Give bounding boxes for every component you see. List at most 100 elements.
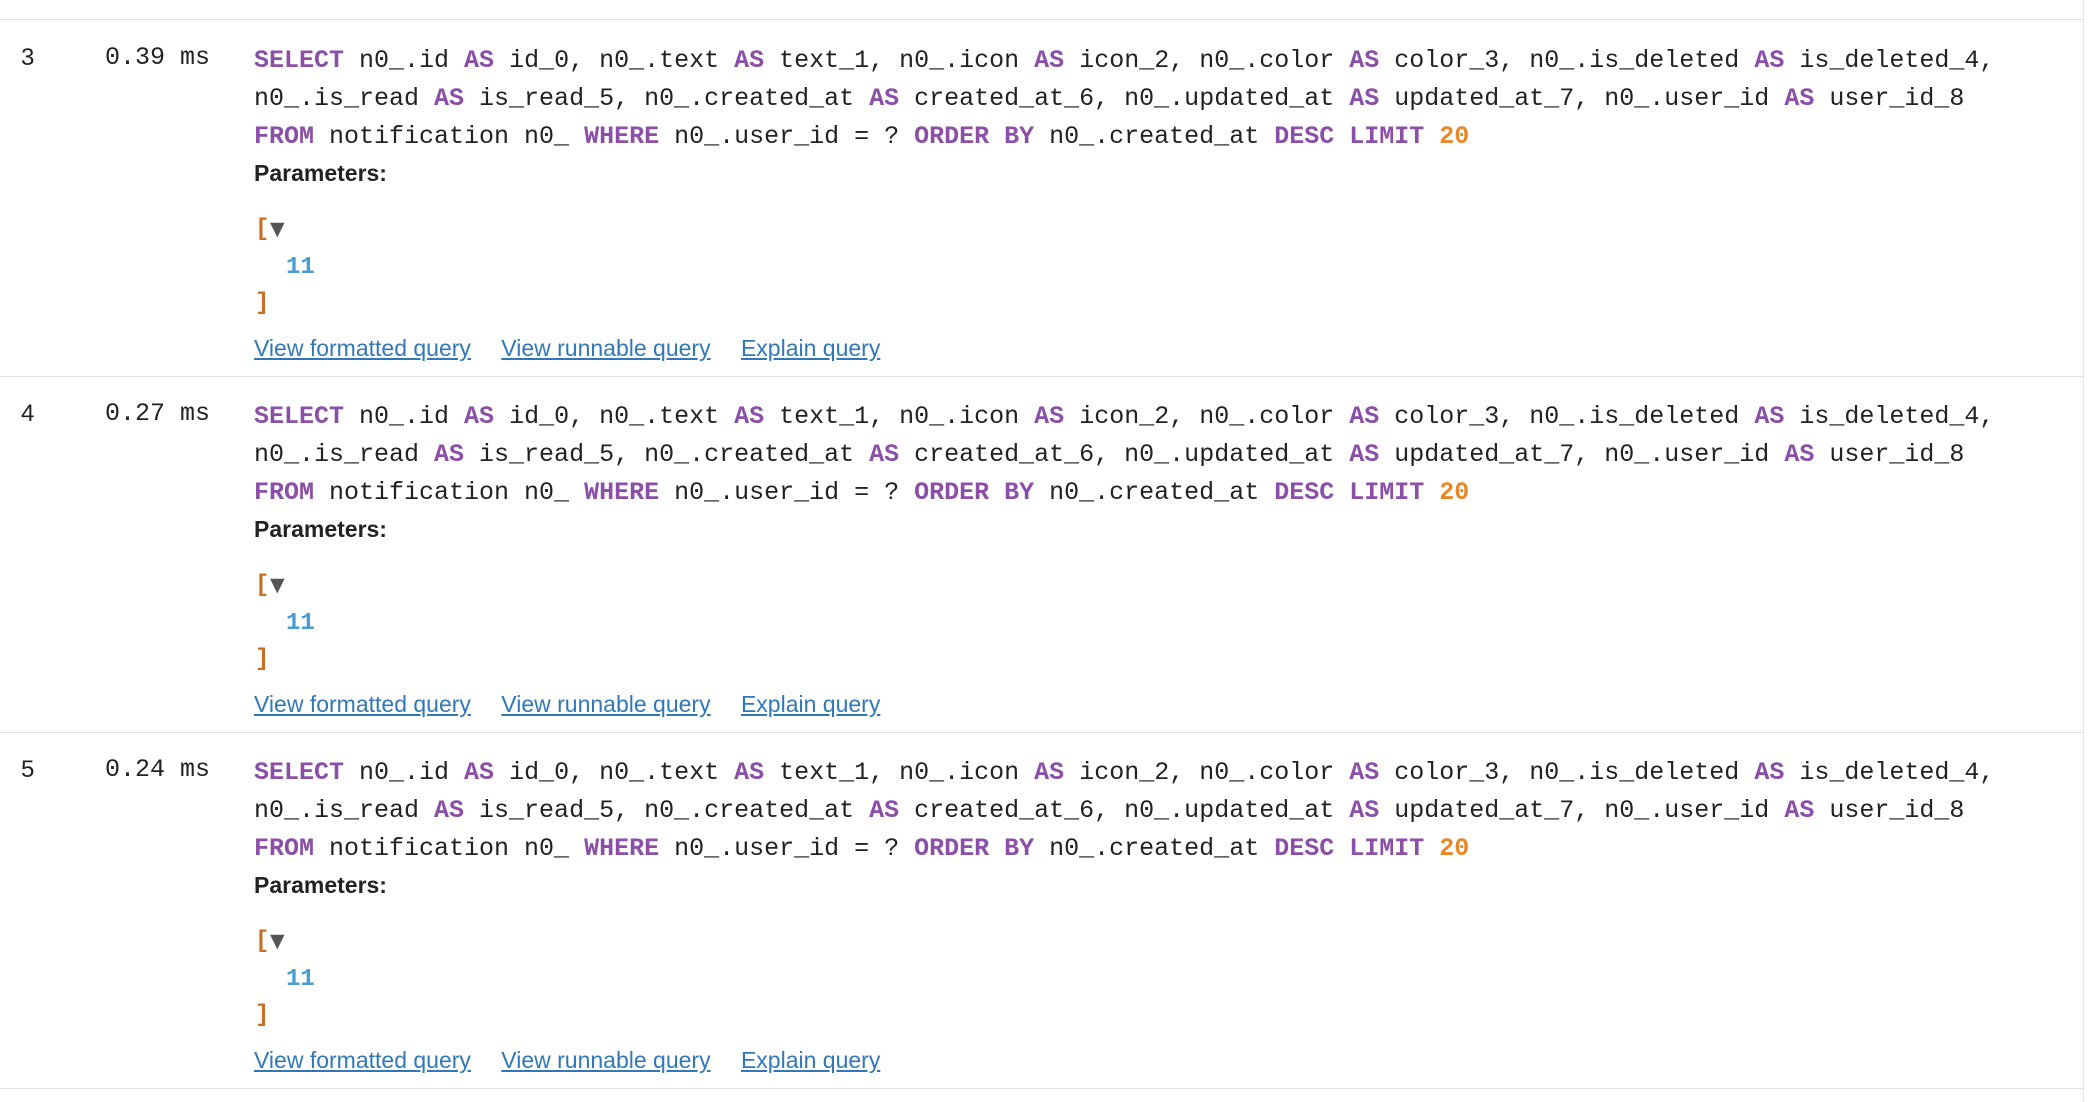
sql-text: is_read_5, n0_.created_at	[464, 84, 870, 113]
sql-keyword: ORDER BY	[914, 478, 1035, 507]
sql-statement: SELECT n0_.id AS id_0, n0_.text AS text_…	[254, 398, 2074, 512]
array-open-bracket: [	[255, 216, 270, 243]
sql-line: SELECT n0_.id AS id_0, n0_.text AS text_…	[254, 42, 2074, 80]
sql-text: created_at_6, n0_.updated_at	[899, 796, 1350, 825]
array-close-bracket: ]	[255, 290, 270, 317]
sql-number: 20	[1439, 478, 1470, 507]
sql-keyword: LIMIT	[1349, 122, 1425, 151]
sql-text: n0_.id	[344, 46, 465, 75]
parameters-label: Parameters:	[254, 516, 387, 542]
sql-keyword: AS	[464, 402, 495, 431]
sql-keyword: AS	[734, 46, 765, 75]
sql-keyword: AS	[434, 440, 465, 469]
sql-text: updated_at_7, n0_.user_id	[1379, 84, 1785, 113]
query-actions: View formatted query View runnable query…	[254, 1047, 904, 1074]
explain-query-link[interactable]: Explain query	[740, 335, 881, 361]
sql-keyword: AS	[1349, 402, 1380, 431]
sql-text: user_id_8	[1814, 84, 1965, 113]
sql-text	[1334, 122, 1349, 151]
sql-text: user_id_8	[1814, 796, 1965, 825]
sql-text: n0_.user_id = ?	[659, 122, 915, 151]
parameter-value: 11	[286, 254, 315, 281]
sql-text	[1424, 122, 1439, 151]
sql-keyword: SELECT	[254, 758, 345, 787]
sql-keyword: WHERE	[584, 478, 660, 507]
array-close-bracket: ]	[255, 646, 270, 673]
view-formatted-query-link[interactable]: View formatted query	[254, 691, 471, 717]
sql-keyword: AS	[734, 402, 765, 431]
sql-keyword: LIMIT	[1349, 834, 1425, 863]
sql-keyword: AS	[464, 46, 495, 75]
collapse-toggle-icon[interactable]: ▼	[270, 574, 285, 596]
sql-keyword: AS	[1349, 758, 1380, 787]
explain-query-link[interactable]: Explain query	[740, 1047, 881, 1073]
sql-text: n0_.created_at	[1034, 122, 1275, 151]
query-number: 4	[21, 400, 35, 427]
sql-text: is_read_5, n0_.created_at	[464, 440, 870, 469]
sql-text: color_3, n0_.is_deleted	[1379, 402, 1755, 431]
query-row: 4 0.27 ms SELECT n0_.id AS id_0, n0_.tex…	[0, 376, 2083, 733]
sql-keyword: FROM	[254, 478, 315, 507]
sql-keyword: AS	[1784, 796, 1815, 825]
sql-text	[1334, 834, 1349, 863]
sql-text: icon_2, n0_.color	[1064, 402, 1350, 431]
view-runnable-query-link[interactable]: View runnable query	[501, 691, 711, 717]
sql-keyword: AS	[734, 758, 765, 787]
sql-line: FROM notification n0_ WHERE n0_.user_id …	[254, 474, 2074, 512]
view-runnable-query-link[interactable]: View runnable query	[501, 1047, 711, 1073]
sql-keyword: FROM	[254, 122, 315, 151]
sql-number: 20	[1439, 122, 1470, 151]
sql-keyword: AS	[1349, 440, 1380, 469]
parameter-value: 11	[286, 966, 315, 993]
sql-keyword: AS	[1754, 758, 1785, 787]
sql-keyword: FROM	[254, 834, 315, 863]
sql-text: icon_2, n0_.color	[1064, 46, 1350, 75]
sql-keyword: AS	[1034, 46, 1065, 75]
sql-keyword: DESC	[1274, 478, 1335, 507]
view-formatted-query-link[interactable]: View formatted query	[254, 1047, 471, 1073]
sql-text: text_1, n0_.icon	[764, 46, 1035, 75]
sql-keyword: AS	[464, 758, 495, 787]
sql-keyword: AS	[869, 84, 900, 113]
sql-text: n0_.is_read	[254, 440, 435, 469]
parameters-label: Parameters:	[254, 872, 387, 898]
query-row: 5 0.24 ms SELECT n0_.id AS id_0, n0_.tex…	[0, 732, 2083, 1089]
sql-keyword: ORDER BY	[914, 834, 1035, 863]
view-runnable-query-link[interactable]: View runnable query	[501, 335, 711, 361]
sql-text: updated_at_7, n0_.user_id	[1379, 440, 1785, 469]
sql-keyword: AS	[1349, 46, 1380, 75]
parameter-value: 11	[286, 610, 315, 637]
sql-statement: SELECT n0_.id AS id_0, n0_.text AS text_…	[254, 42, 2074, 156]
sql-keyword: AS	[1754, 46, 1785, 75]
sql-text: n0_.is_read	[254, 796, 435, 825]
sql-line: n0_.is_read AS is_read_5, n0_.created_at…	[254, 792, 2074, 830]
array-open-bracket: [	[255, 928, 270, 955]
sql-text: is_read_5, n0_.created_at	[464, 796, 870, 825]
query-number: 3	[21, 44, 35, 71]
sql-keyword: AS	[434, 796, 465, 825]
sql-text: n0_.id	[344, 402, 465, 431]
explain-query-link[interactable]: Explain query	[740, 691, 881, 717]
sql-text: notification n0_	[314, 478, 585, 507]
sql-text: text_1, n0_.icon	[764, 758, 1035, 787]
sql-keyword: AS	[1349, 796, 1380, 825]
query-row: 3 0.39 ms SELECT n0_.id AS id_0, n0_.tex…	[0, 20, 2083, 377]
query-number: 5	[21, 756, 35, 783]
view-formatted-query-link[interactable]: View formatted query	[254, 335, 471, 361]
sql-text: is_deleted_4,	[1784, 46, 1995, 75]
array-close-bracket: ]	[255, 1002, 270, 1029]
query-actions: View formatted query View runnable query…	[254, 335, 904, 362]
sql-text: color_3, n0_.is_deleted	[1379, 46, 1755, 75]
sql-text: created_at_6, n0_.updated_at	[899, 84, 1350, 113]
sql-text: notification n0_	[314, 834, 585, 863]
sql-keyword: WHERE	[584, 122, 660, 151]
sql-text: n0_.user_id = ?	[659, 834, 915, 863]
sql-keyword: ORDER BY	[914, 122, 1035, 151]
parameters-label: Parameters:	[254, 160, 387, 186]
sql-keyword: AS	[869, 440, 900, 469]
sql-keyword: AS	[1784, 84, 1815, 113]
collapse-toggle-icon[interactable]: ▼	[270, 218, 285, 240]
sql-line: n0_.is_read AS is_read_5, n0_.created_at…	[254, 436, 2074, 474]
array-open-bracket: [	[255, 572, 270, 599]
collapse-toggle-icon[interactable]: ▼	[270, 930, 285, 952]
